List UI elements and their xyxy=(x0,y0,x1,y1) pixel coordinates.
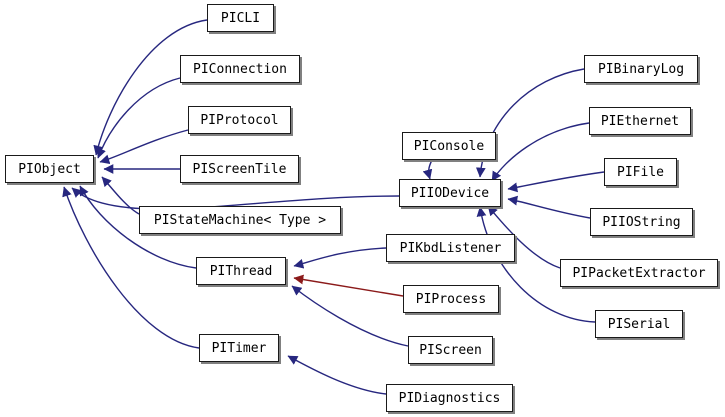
node-label: PICLI xyxy=(220,10,261,26)
node-label: PIProcess xyxy=(415,291,487,307)
node-label: PITimer xyxy=(211,340,267,356)
node-pibinarylog[interactable]: PIBinaryLog xyxy=(584,55,698,83)
node-piconsole[interactable]: PIConsole xyxy=(402,132,496,160)
node-label: PIStateMachine< Type > xyxy=(153,212,327,228)
edge-pibinarylog-piiodevice xyxy=(475,68,585,178)
edge-piprotocol-piobject xyxy=(99,129,189,165)
node-piprotocol[interactable]: PIProtocol xyxy=(188,106,291,134)
edge-picli-piobject xyxy=(93,19,208,156)
node-pitimer[interactable]: PITimer xyxy=(199,334,279,362)
edge-piconnection-piobject xyxy=(96,77,181,159)
node-label: PIScreenTile xyxy=(192,161,287,177)
node-piiostring[interactable]: PIIOString xyxy=(590,208,693,236)
node-pifile[interactable]: PIFile xyxy=(604,158,677,186)
node-label: PIConsole xyxy=(413,138,485,154)
node-pikbdlistener[interactable]: PIKbdListener xyxy=(386,234,515,262)
node-piethernet[interactable]: PIEthernet xyxy=(589,107,691,135)
node-label: PIConnection xyxy=(193,61,287,77)
node-label: PIObject xyxy=(18,161,81,177)
node-pithread[interactable]: PIThread xyxy=(196,257,286,285)
edge-piscreen-pithread xyxy=(291,285,409,347)
node-pipacketextractor[interactable]: PIPacketExtractor xyxy=(560,259,718,287)
node-label: PIProtocol xyxy=(200,112,279,128)
node-piserial[interactable]: PISerial xyxy=(595,310,683,338)
edge-pistatemachine-piobject xyxy=(101,176,140,215)
node-picli[interactable]: PICLI xyxy=(207,4,274,32)
node-piscreentile[interactable]: PIScreenTile xyxy=(180,155,299,183)
node-label: PIDiagnostics xyxy=(398,390,501,406)
node-label: PIFile xyxy=(617,164,664,180)
node-label: PIThread xyxy=(209,263,273,279)
node-label: PIIOString xyxy=(602,214,681,230)
node-label: PIKbdListener xyxy=(399,240,502,256)
edge-piprocess-pithread xyxy=(293,274,404,297)
node-label: PIIODevice xyxy=(410,185,490,201)
node-pidiagnostics[interactable]: PIDiagnostics xyxy=(386,384,513,412)
usage-edges xyxy=(293,274,404,297)
node-piscreen[interactable]: PIScreen xyxy=(408,336,493,364)
edge-pikbdlistener-pithread xyxy=(293,247,387,269)
node-piiodevice[interactable]: PIIODevice xyxy=(399,179,501,207)
node-label: PIEthernet xyxy=(600,113,680,129)
node-piprocess[interactable]: PIProcess xyxy=(403,285,499,313)
node-label: PIPacketExtractor xyxy=(572,265,706,281)
edge-pifile-piiodevice xyxy=(507,171,605,193)
node-pistatemachine[interactable]: PIStateMachine< Type > xyxy=(139,206,341,234)
edge-piconsole-piiodevice xyxy=(422,159,433,180)
edge-pidiagnostics-pitimer xyxy=(287,355,387,395)
node-label: PIScreen xyxy=(419,342,482,358)
node-piobject[interactable]: PIObject xyxy=(5,155,94,183)
node-label: PISerial xyxy=(607,316,671,332)
edge-piethernet-piiodevice xyxy=(491,122,590,182)
edge-piiostring-piiodevice xyxy=(507,195,591,219)
node-label: PIBinaryLog xyxy=(597,61,685,77)
node-piconnection[interactable]: PIConnection xyxy=(180,55,300,83)
